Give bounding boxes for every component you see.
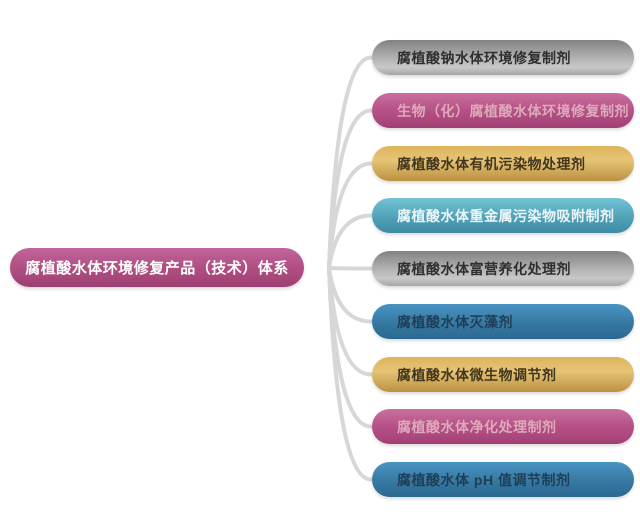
branch-node-label: 腐植酸水体净化处理制剂	[397, 418, 557, 435]
branch-node-label: 腐植酸水体富营养化处理剂	[397, 260, 571, 277]
branch-node-label: 生物（化）腐植酸水体环境修复制剂	[397, 102, 629, 119]
connector-line	[327, 266, 373, 271]
branch-node-9: 腐植酸水体 pH 值调节制剂	[372, 462, 634, 497]
branch-node-6: 腐植酸水体灭藻剂	[372, 304, 634, 339]
branch-node-2: 生物（化）腐植酸水体环境修复制剂	[372, 93, 634, 128]
branch-node-7: 腐植酸水体微生物调节剂	[372, 357, 634, 392]
connector-line	[327, 266, 373, 482]
branch-node-label: 腐植酸水体微生物调节剂	[397, 366, 557, 383]
root-node-label: 腐植酸水体环境修复产品（技术）体系	[25, 260, 289, 277]
branch-node-1: 腐植酸钠水体环境修复制剂	[372, 40, 634, 75]
branch-node-label: 腐植酸钠水体环境修复制剂	[397, 49, 571, 66]
branch-node-5: 腐植酸水体富营养化处理剂	[372, 251, 634, 286]
branch-node-label: 腐植酸水体灭藻剂	[397, 313, 513, 330]
branch-node-3: 腐植酸水体有机污染物处理剂	[372, 146, 634, 181]
connector-line	[327, 161, 373, 270]
branch-node-4: 腐植酸水体重金属污染物吸附制剂	[372, 198, 634, 233]
connector-line	[327, 213, 373, 270]
branch-node-label: 腐植酸水体 pH 值调节制剂	[397, 471, 571, 488]
branch-node-label: 腐植酸水体重金属污染物吸附制剂	[397, 207, 615, 224]
branch-node-8: 腐植酸水体净化处理制剂	[372, 409, 634, 444]
branch-node-label: 腐植酸水体有机污染物处理剂	[397, 155, 586, 172]
root-node: 腐植酸水体环境修复产品（技术）体系	[10, 248, 304, 287]
